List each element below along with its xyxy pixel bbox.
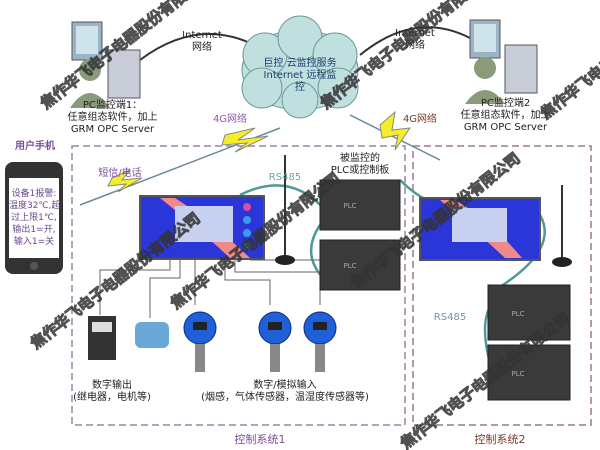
rs485-label-2: RS485 xyxy=(433,312,467,323)
control-system-2-label: 控制系统2 xyxy=(474,433,526,446)
motor-icon xyxy=(135,322,169,348)
antenna-icon xyxy=(552,185,572,267)
pc-1-icon xyxy=(70,21,141,108)
plc-text: PLC xyxy=(343,202,357,210)
lightning-bolt-icon xyxy=(221,127,269,153)
plc-unit xyxy=(319,179,571,401)
rs485-label-1: RS485 xyxy=(268,172,302,183)
antenna-icon xyxy=(275,155,295,265)
plc-text: PLC xyxy=(343,262,357,270)
4g-label-right: 4G网络 xyxy=(402,114,438,125)
plc-text: PLC xyxy=(511,370,525,378)
lightning-bolt-icon xyxy=(107,169,143,193)
cloud-icon xyxy=(241,15,359,119)
contactor-icon xyxy=(88,316,116,360)
lightning-bolt-icon xyxy=(379,110,412,151)
control-system-1-label: 控制系统1 xyxy=(234,433,286,446)
4g-label-left: 4G网络 xyxy=(212,114,248,125)
phone-title: 用户手机 xyxy=(15,141,55,152)
sms-label: 短信/电话 xyxy=(98,168,142,179)
internet-arrow-1 xyxy=(139,33,261,61)
digital-analog-input-label: 数字/模拟输入(烟感，气体传感器，温湿度传感器等) xyxy=(201,380,369,403)
controller-1 xyxy=(139,195,265,260)
phone-icon xyxy=(5,162,63,274)
plc-text: PLC xyxy=(511,310,525,318)
control-system-1-box xyxy=(71,145,406,426)
internet-arrow-2 xyxy=(359,26,471,56)
phone-message: 设备1报警:温度32℃,超过上限1℃,输出1=开,输入1=关 xyxy=(9,189,61,247)
digital-output-label: 数字输出(继电器，电机等) xyxy=(73,380,151,403)
controller-2 xyxy=(419,197,541,261)
control-system-2-box xyxy=(412,145,592,426)
pc-2-icon xyxy=(465,19,538,104)
